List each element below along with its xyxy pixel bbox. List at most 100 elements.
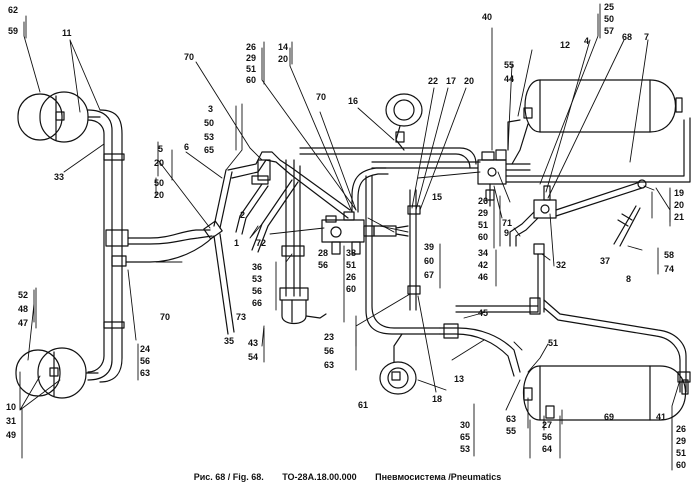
- pipe-13: [439, 323, 521, 377]
- label-24: 24: [140, 344, 150, 354]
- label-19: 19: [674, 188, 684, 198]
- label-38: 38: [346, 248, 356, 258]
- label-34: 34: [478, 248, 488, 258]
- label-65b: 65: [460, 432, 470, 442]
- label-5: 5: [158, 144, 163, 154]
- label-4: 4: [584, 36, 589, 46]
- label-67: 67: [424, 270, 434, 280]
- label-45: 45: [478, 308, 488, 318]
- label-62: 62: [8, 5, 18, 15]
- label-26c: 26: [478, 196, 488, 206]
- label-71: 71: [502, 218, 512, 228]
- pipe-35: [213, 233, 235, 335]
- label-66: 66: [252, 298, 262, 308]
- label-49: 49: [6, 430, 16, 440]
- figure-caption: Рис. 68 / Fig. 68. ТО-28А.18.00.000 Пнев…: [0, 472, 695, 482]
- label-separators: [21, 3, 673, 471]
- label-73: 73: [236, 312, 246, 322]
- label-33: 33: [54, 172, 64, 182]
- label-12: 12: [560, 40, 570, 50]
- label-18: 18: [432, 394, 442, 404]
- label-9: 9: [504, 228, 509, 238]
- label-53a: 53: [204, 132, 214, 142]
- label-72: 72: [256, 238, 266, 248]
- figure-title: Пневмосистема /Pneumatics: [375, 472, 502, 482]
- label-10: 10: [6, 402, 16, 412]
- label-20d: 20: [464, 76, 474, 86]
- label-54: 54: [248, 352, 258, 362]
- central-valve: [321, 211, 409, 255]
- label-17: 17: [446, 76, 456, 86]
- pipe-center-up: [351, 167, 389, 213]
- label-56a: 56: [252, 286, 262, 296]
- label-70b: 70: [316, 92, 326, 102]
- label-69: 69: [604, 412, 614, 422]
- valve-73: [279, 287, 327, 325]
- brake-chamber-61: [379, 333, 417, 395]
- label-35: 35: [224, 336, 234, 346]
- label-41: 41: [656, 412, 666, 422]
- label-60d: 60: [478, 232, 488, 242]
- label-22: 22: [428, 76, 438, 86]
- label-55b: 55: [506, 426, 516, 436]
- label-37: 37: [600, 256, 610, 266]
- label-29b: 29: [478, 208, 488, 218]
- label-30: 30: [460, 420, 470, 430]
- part-labels: 62 59 11 33 5 20 50 20 6 3 50 53 65 70 2…: [6, 2, 686, 470]
- pipe-2: [235, 179, 299, 253]
- receiver-top: [507, 79, 683, 165]
- label-28: 28: [318, 248, 328, 258]
- label-23: 23: [324, 332, 334, 342]
- label-50b: 50: [204, 118, 214, 128]
- label-8: 8: [626, 274, 631, 284]
- label-59: 59: [8, 26, 18, 36]
- valve-15: [477, 149, 531, 207]
- label-61: 61: [358, 400, 368, 410]
- brake-chamber-top-left: [17, 91, 101, 143]
- label-51c: 51: [478, 220, 488, 230]
- pipe-loop-center: [365, 175, 441, 335]
- label-58: 58: [664, 250, 674, 260]
- figure-number: Рис. 68 / Fig. 68.: [193, 472, 264, 482]
- valve-37: [533, 179, 647, 247]
- label-56d: 56: [324, 346, 334, 356]
- label-29c: 29: [676, 436, 686, 446]
- label-16: 16: [348, 96, 358, 106]
- label-63a: 63: [140, 368, 150, 378]
- label-51b: 51: [346, 260, 356, 270]
- label-25: 25: [604, 2, 614, 12]
- label-50c: 50: [604, 14, 614, 24]
- label-56e: 56: [542, 432, 552, 442]
- label-46: 46: [478, 272, 488, 282]
- label-11: 11: [62, 28, 72, 38]
- label-20b: 20: [154, 190, 164, 200]
- label-51d: 51: [548, 338, 558, 348]
- pipe-top-run: [299, 147, 481, 169]
- label-65a: 65: [204, 145, 214, 155]
- label-2: 2: [240, 210, 245, 220]
- label-26b: 26: [346, 272, 356, 282]
- pipe-8: [543, 299, 691, 393]
- pipe-7: [505, 117, 691, 183]
- leader-lines: [19, 13, 681, 441]
- label-47: 47: [18, 318, 28, 328]
- label-39: 39: [424, 242, 434, 252]
- label-31: 31: [6, 416, 16, 426]
- drawing-code: ТО-28А.18.00.000: [282, 472, 357, 482]
- label-60e: 60: [676, 460, 686, 470]
- pipe-9-32: [455, 211, 545, 315]
- label-50a: 50: [154, 178, 164, 188]
- label-40: 40: [482, 12, 492, 22]
- label-13: 13: [454, 374, 464, 384]
- label-70c: 70: [160, 312, 170, 322]
- label-56c: 56: [140, 356, 150, 366]
- pipe-left-main: [87, 109, 129, 383]
- label-20a: 20: [154, 158, 164, 168]
- label-56b: 56: [318, 260, 328, 270]
- label-3: 3: [208, 104, 213, 114]
- label-26d: 26: [676, 424, 686, 434]
- label-48: 48: [18, 304, 28, 314]
- label-68: 68: [622, 32, 632, 42]
